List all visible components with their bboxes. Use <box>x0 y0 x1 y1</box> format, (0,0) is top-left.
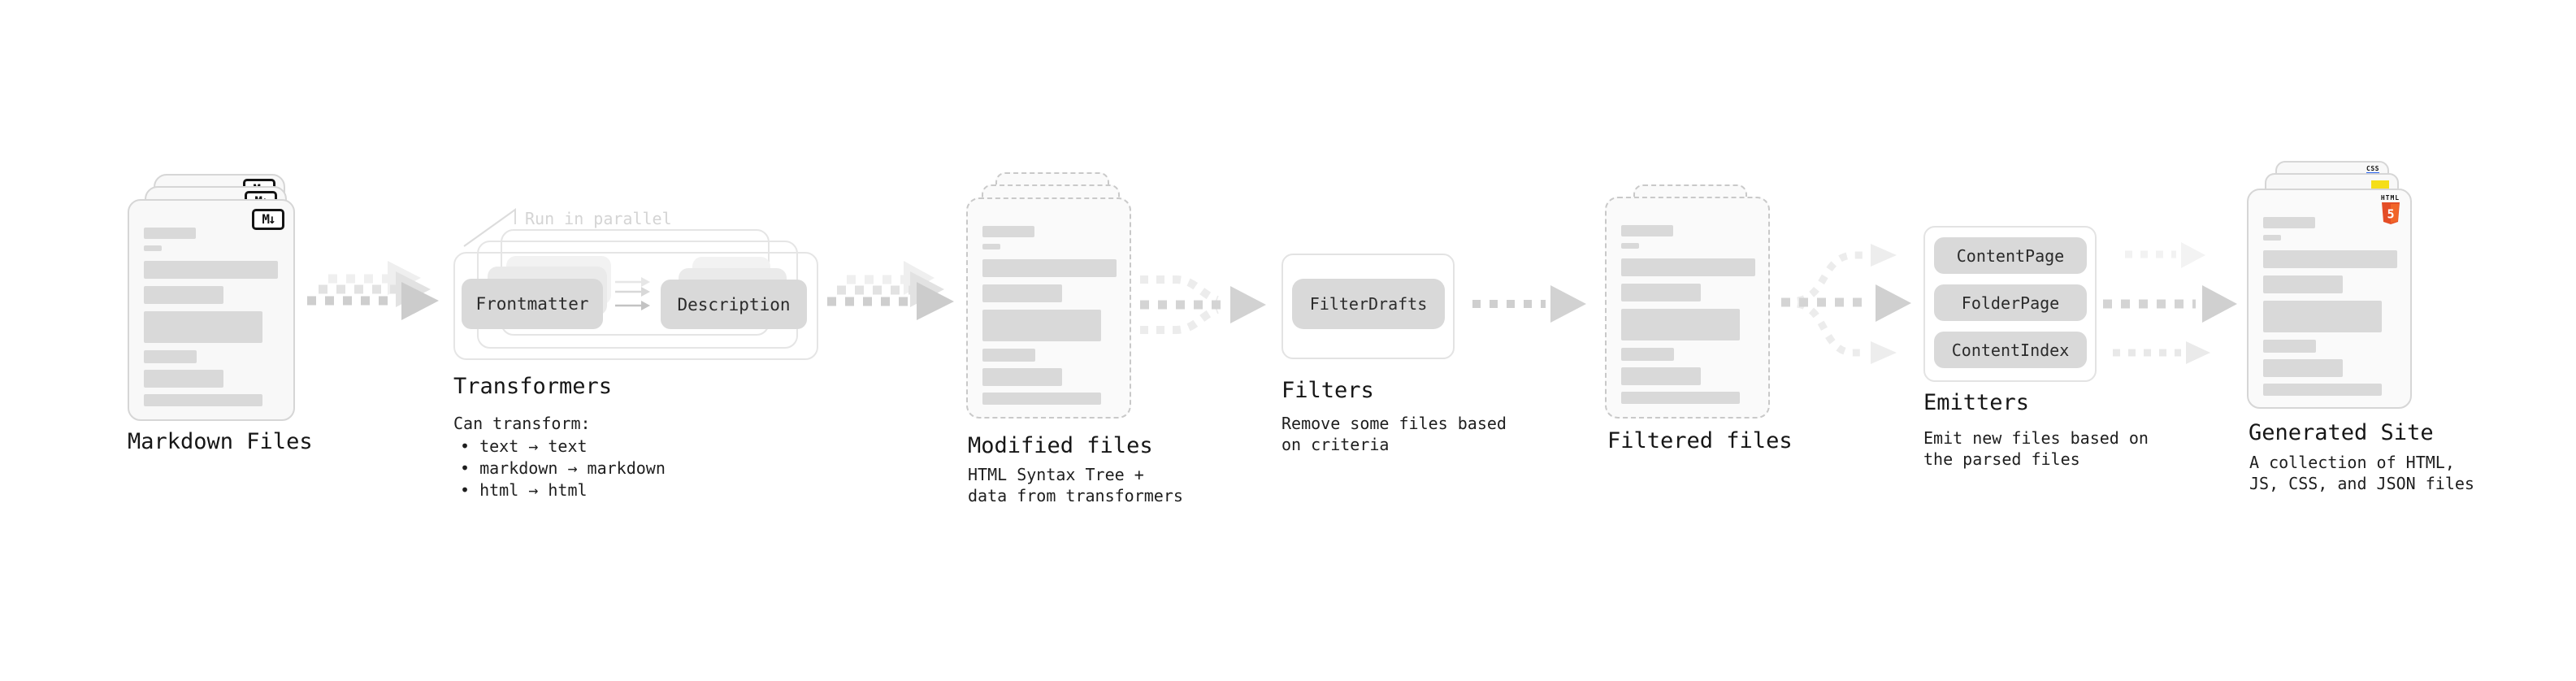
markdown-files-title: Markdown Files <box>128 429 313 454</box>
filterdrafts-pill: FilterDrafts <box>1292 279 1445 329</box>
text-placeholder-bars <box>2263 217 2397 396</box>
html5-logo-icon: HTML 5 <box>2380 194 2400 224</box>
generated-site-title: Generated Site <box>2249 420 2434 445</box>
modified-files-desc: HTML Syntax Tree + data from transformer… <box>968 465 1183 505</box>
transform-item: markdown → markdown <box>460 458 666 479</box>
text-placeholder-bars <box>982 226 1117 405</box>
emitters-title: Emitters <box>1923 390 2030 415</box>
arrow-filtered-to-emitters <box>1781 244 1911 364</box>
modified-files-title: Modified files <box>968 433 1153 458</box>
svg-text:5: 5 <box>2387 207 2394 222</box>
transformers-desc-heading: Can transform: <box>453 414 591 433</box>
frontmatter-pill: Frontmatter <box>462 279 603 329</box>
transformer-container-front <box>453 252 818 360</box>
generated-site-desc: A collection of HTML, JS, CSS, and JSON … <box>2249 453 2474 493</box>
transformers-title: Transformers <box>453 374 613 399</box>
emitters-desc: Emit new files based on the parsed files <box>1923 428 2149 469</box>
run-in-parallel-leader-line <box>463 208 516 247</box>
filtered-file-front <box>1605 197 1770 419</box>
arrow-emitters-to-generated <box>2103 242 2237 364</box>
folderpage-pill: FolderPage <box>1934 284 2087 321</box>
arrow-markdown-to-transformers <box>307 261 439 320</box>
arrow-filters-to-filtered <box>1472 285 1586 323</box>
modified-file-front <box>966 197 1131 419</box>
text-placeholder-bars <box>144 228 278 406</box>
markdown-icon: M↓ <box>252 209 284 230</box>
arrow-transformers-to-modified <box>827 261 954 320</box>
contentpage-pill: ContentPage <box>1934 237 2087 274</box>
description-pill: Description <box>661 280 807 329</box>
filters-desc: Remove some files based on criteria <box>1281 414 1507 454</box>
transform-item: html → html <box>460 479 666 501</box>
run-in-parallel-note: Run in parallel <box>525 209 672 228</box>
contentindex-pill: ContentIndex <box>1934 332 2087 368</box>
transform-item: text → text <box>460 436 666 458</box>
markdown-file-front: M↓ <box>128 199 295 421</box>
filtered-files-title: Filtered files <box>1607 428 1793 453</box>
parallel-arrows <box>615 277 650 310</box>
transform-list: text → text markdown → markdown html → h… <box>460 436 666 501</box>
generated-file-html: HTML 5 <box>2247 189 2412 409</box>
arrow-modified-to-filters <box>1140 275 1266 334</box>
filters-title: Filters <box>1281 378 1374 403</box>
text-placeholder-bars <box>1621 225 1755 404</box>
js-badge-icon <box>2371 180 2389 191</box>
